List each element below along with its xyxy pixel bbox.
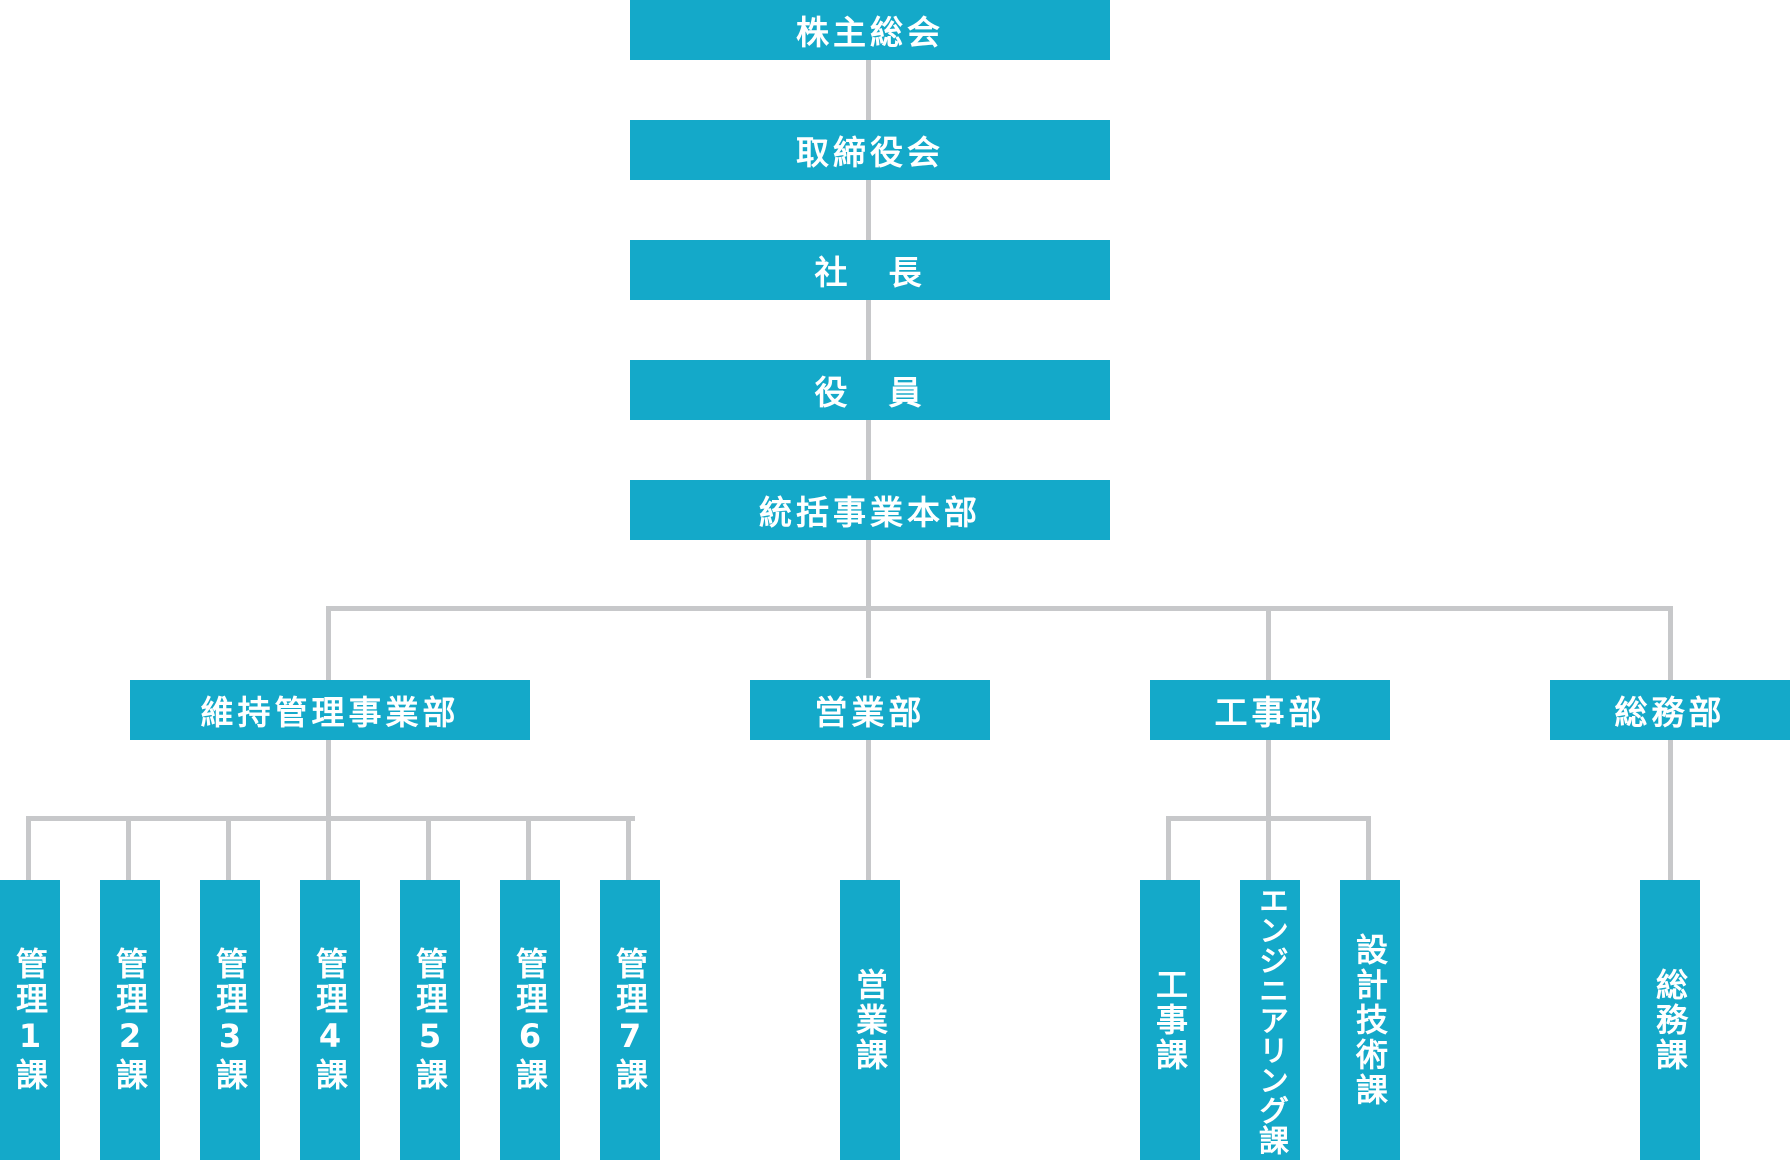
node-section-kanri-6: 管理6課 xyxy=(500,880,560,1160)
node-dept-construction: 工事部 xyxy=(1150,680,1390,740)
node-section-sekkei-gijutsu: 設計技術課 xyxy=(1340,880,1400,1160)
connector-sec-3 xyxy=(226,816,231,882)
connector-dept-construction xyxy=(1266,606,1271,680)
connector-sec-7 xyxy=(626,816,631,882)
node-dept-general-affairs: 総務部 xyxy=(1550,680,1790,740)
node-section-kanri-4: 管理4課 xyxy=(300,880,360,1160)
node-section-somu: 総務課 xyxy=(1640,880,1700,1160)
node-dept-maintenance: 維持管理事業部 xyxy=(130,680,530,740)
connector-maintenance-down xyxy=(326,740,331,820)
connector-sec-4 xyxy=(326,816,331,882)
connector-construction-down xyxy=(1266,740,1271,882)
node-officers: 役 員 xyxy=(630,360,1110,420)
node-dept-sales: 営業部 xyxy=(750,680,990,740)
connector-construction-bus xyxy=(1166,816,1371,821)
node-president: 社 長 xyxy=(630,240,1110,300)
connector-sec-1 xyxy=(26,816,31,882)
connector-sales-down xyxy=(866,740,871,882)
connector-dept-maintenance xyxy=(326,606,331,680)
node-section-kanri-2: 管理2課 xyxy=(100,880,160,1160)
node-headquarters: 統括事業本部 xyxy=(630,480,1110,540)
node-board-of-directors: 取締役会 xyxy=(630,120,1110,180)
connector-general-down xyxy=(1668,740,1673,882)
connector-sec-5 xyxy=(426,816,431,882)
node-section-kanri-1: 管理1課 xyxy=(0,880,60,1160)
node-section-kanri-7: 管理7課 xyxy=(600,880,660,1160)
connector-dept-general xyxy=(1668,606,1673,680)
node-section-koji: 工事課 xyxy=(1140,880,1200,1160)
node-section-engineering: エンジニアリング課 xyxy=(1240,880,1300,1160)
node-section-kanri-3: 管理3課 xyxy=(200,880,260,1160)
connector-sec-2 xyxy=(126,816,131,882)
connector-sec-sekkei xyxy=(1366,816,1371,882)
node-section-eigyo: 営業課 xyxy=(840,880,900,1160)
connector-dept-bus xyxy=(326,606,1673,611)
connector-sec-6 xyxy=(526,816,531,882)
node-shareholders-meeting: 株主総会 xyxy=(630,0,1110,60)
node-section-kanri-5: 管理5課 xyxy=(400,880,460,1160)
connector-sec-koji xyxy=(1166,816,1171,882)
